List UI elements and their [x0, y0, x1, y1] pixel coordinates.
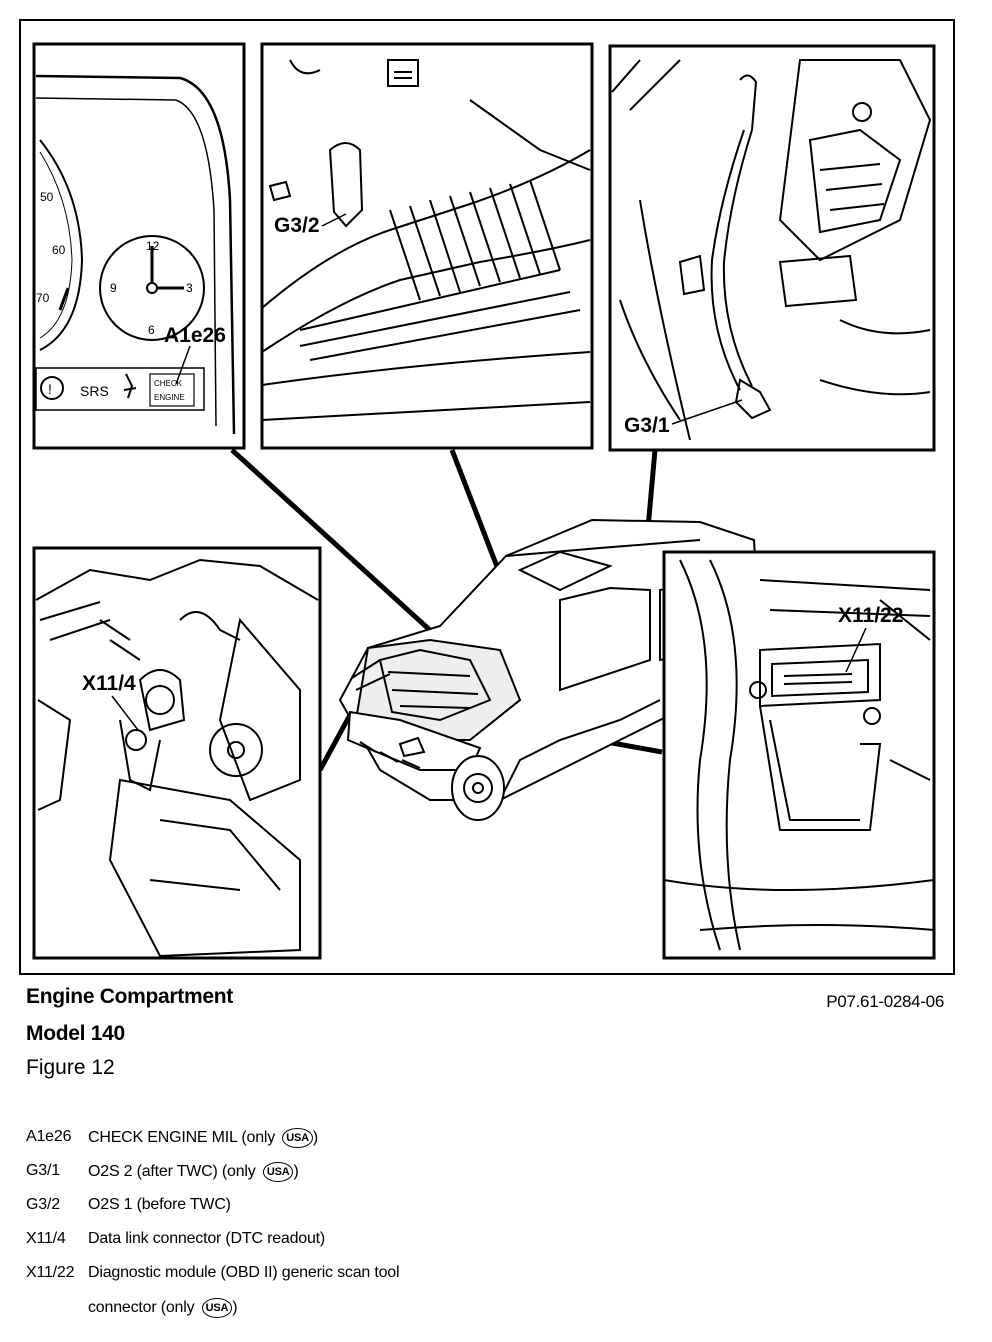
component-legend: A1e26 CHECK ENGINE MIL (only USA) G3/1 O… [26, 1128, 726, 1332]
clock-tick-6: 6 [148, 323, 155, 337]
callout-x114: X11/4 [82, 672, 136, 695]
document-number: P07.61-0284-06 [826, 992, 944, 1011]
brake-warning-icon [40, 376, 64, 400]
inset-instrument-cluster: 50 60 70 12 3 6 9 A1e26 ! SRS CHECK ENGI… [32, 42, 246, 450]
clock-gauge: 12 3 6 9 [99, 235, 205, 341]
svg-text:!: ! [48, 381, 52, 397]
clock-tick-9: 9 [110, 281, 117, 295]
inset-o2-sensor-before-twc: G3/2 [260, 42, 594, 450]
inset-data-link-connector: X11/4 [32, 546, 322, 960]
figure-frame [19, 19, 955, 975]
legend-description: Data link connector (DTC readout) [88, 1230, 326, 1247]
speedo-tick-70: 70 [36, 291, 50, 305]
srs-label: SRS [80, 383, 109, 399]
check-engine-line2: ENGINE [154, 393, 185, 402]
figure-number: Figure 12 [26, 1056, 115, 1079]
callout-g32: G3/2 [274, 214, 320, 237]
clock-tick-3: 3 [186, 281, 193, 295]
model-label: Model 140 [26, 1022, 125, 1045]
speedo-tick-50: 50 [40, 190, 54, 204]
legend-code: X11/4 [26, 1230, 66, 1247]
callout-x1122: X11/22 [838, 604, 903, 627]
legend-code: X11/22 [26, 1264, 75, 1281]
legend-row-a1e26: A1e26 CHECK ENGINE MIL (only USA) [26, 1128, 319, 1148]
check-engine-line1: CHECK [154, 379, 183, 388]
legend-row-x114: X11/4 Data link connector (DTC readout) [26, 1230, 726, 1264]
legend-code: G3/1 [26, 1162, 60, 1179]
speedo-tick-60: 60 [52, 243, 66, 257]
engine-compartment-diagram: 50 60 70 12 3 6 9 A1e26 ! SRS CHECK ENGI… [19, 19, 955, 975]
inset-diagnostic-module: X11/22 [662, 550, 936, 960]
legend-code: G3/2 [26, 1196, 60, 1213]
callout-g31: G3/1 [624, 414, 670, 437]
legend-row-g31: G3/1 O2S 2 (after TWC) (only USA) [26, 1162, 299, 1182]
usa-badge-icon: USA [282, 1128, 313, 1148]
legend-description: Diagnostic module (OBD II) generic scan … [88, 1264, 400, 1281]
legend-description: CHECK ENGINE MIL (only [88, 1129, 276, 1147]
inset-o2-sensor-after-twc: G3/1 [608, 44, 936, 452]
legend-row-x1122: X11/22 Diagnostic module (OBD II) generi… [26, 1264, 726, 1298]
usa-badge-icon: USA [201, 1298, 233, 1318]
legend-description: O2S 1 (before TWC) [88, 1196, 231, 1213]
callout-a1e26: A1e26 [164, 324, 226, 347]
legend-row-g32: G3/2 O2S 1 (before TWC) [26, 1196, 726, 1230]
legend-continuation: connector (only USA) [88, 1298, 238, 1318]
legend-description: O2S 2 (after TWC) (only [88, 1163, 256, 1181]
legend-code: A1e26 [26, 1128, 72, 1145]
airbag-occupant-icon [123, 373, 137, 399]
figure-title: Engine Compartment [26, 985, 233, 1008]
car-illustration [338, 518, 762, 821]
usa-badge-icon: USA [262, 1162, 294, 1182]
